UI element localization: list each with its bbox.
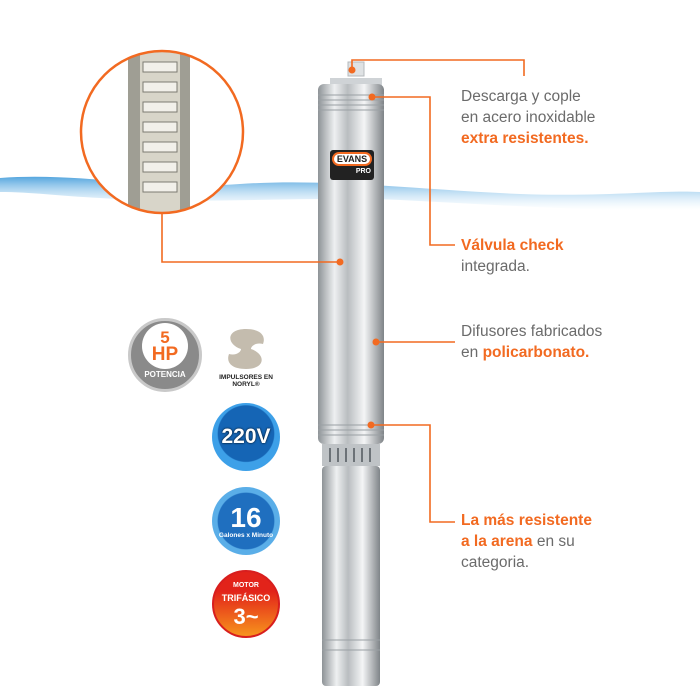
callout-bold: Válvula check: [461, 237, 564, 254]
callout-text: Descarga y cople: [461, 88, 581, 105]
motor-mid: TRIFÁSICO: [221, 593, 271, 603]
impeller-icon: [228, 329, 264, 369]
voltage-value: 220V: [221, 425, 271, 448]
callout-bold: extra resistentes.: [461, 130, 589, 147]
power-unit: HP: [151, 344, 179, 365]
callout-text: categoria.: [461, 554, 530, 571]
power-badge: 5 HP POTENCIA: [128, 318, 202, 392]
detail-circle: [81, 51, 243, 213]
flow-value: 16: [230, 501, 262, 533]
callout-bold: a la arena: [461, 533, 533, 550]
callout-sand: La más resistente a la arena en su categ…: [461, 510, 592, 573]
callout-text: integrada.: [461, 258, 530, 275]
noryl-label: IMPULSORES EN NORYL®: [219, 374, 273, 388]
callout-bold: La más resistente: [461, 512, 592, 529]
flow-badge: 16 Galones x Minuto: [212, 487, 280, 555]
callout-text: en acero inoxidable: [461, 109, 596, 126]
callout-bold: policarbonato.: [482, 344, 590, 361]
motor-value: 3~: [233, 604, 259, 629]
noryl-badge: IMPULSORES EN NORYL®: [208, 318, 284, 394]
callout-text: en su: [532, 533, 575, 550]
callout-discharge: Descarga y cople en acero inoxidable ext…: [461, 86, 595, 149]
callout-diffusers: Difusores fabricados en policarbonato.: [461, 321, 602, 363]
callout-text: Difusores fabricados: [461, 323, 603, 340]
callout-lines: [161, 59, 525, 523]
power-value: 5: [160, 328, 170, 347]
flow-label: Galones x Minuto: [218, 531, 274, 539]
motor-top: MOTOR: [233, 582, 259, 589]
callout-check-valve: Válvula check integrada.: [461, 235, 564, 277]
voltage-badge: 220V: [212, 403, 280, 471]
motor-badge: MOTOR TRIFÁSICO 3~: [212, 570, 280, 638]
brand-logo-text: EVANS: [332, 152, 372, 166]
brand-logo: EVANS PRO: [330, 150, 374, 180]
brand-sub: PRO: [355, 168, 371, 175]
callout-text: en: [461, 344, 483, 361]
power-label: POTENCIA: [144, 370, 186, 379]
